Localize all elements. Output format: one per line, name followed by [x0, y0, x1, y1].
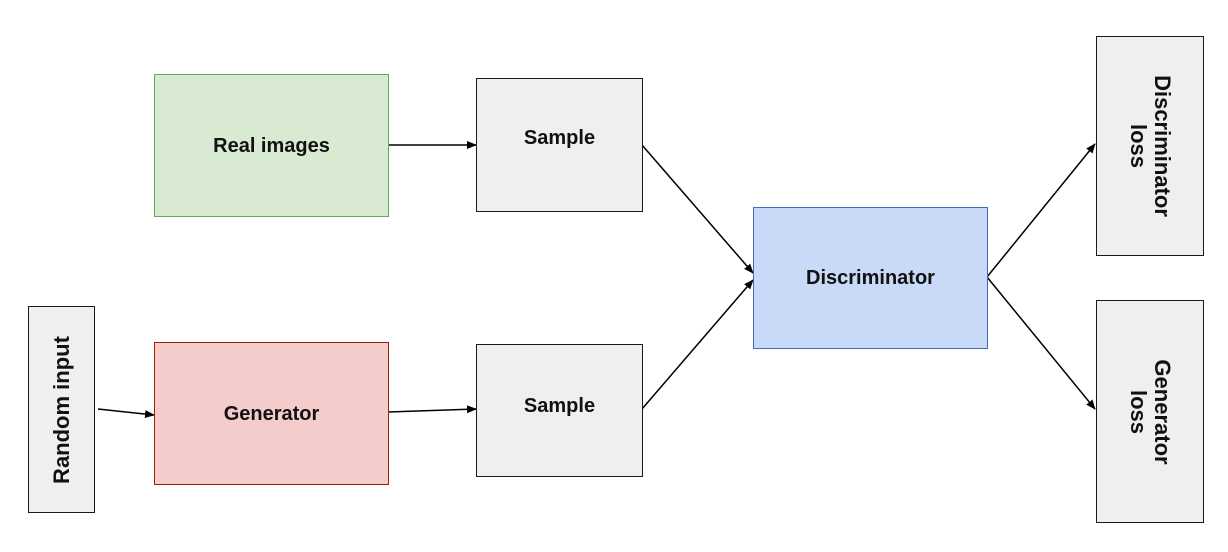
discriminator-label: Discriminator: [806, 267, 935, 289]
edge-generator-to-sample: [387, 405, 477, 414]
real-images-label: Real images: [213, 134, 330, 157]
edge-sample-top-to-discriminator: [641, 144, 754, 274]
random-input-label: Random input: [48, 335, 74, 484]
sample-bottom-label: Sample: [523, 395, 596, 417]
edge-sample-bottom-to-discriminator: [641, 279, 754, 410]
generator-loss-node: Generator loss: [1096, 300, 1204, 523]
edge-random-input-to-generator: [97, 408, 155, 419]
edge-discriminator-to-discriminator-loss: [986, 143, 1096, 278]
discriminator-loss-node: Discriminator loss: [1096, 36, 1204, 256]
discriminator-loss-label: Discriminator loss: [1126, 75, 1176, 217]
random-input-node: Random input: [28, 306, 95, 513]
discriminator-node: Discriminator: [753, 207, 988, 349]
generator-node: Generator: [154, 342, 389, 485]
sample-top-label: Sample: [523, 127, 596, 149]
sample-top-node: Sample: [476, 78, 643, 212]
generator-label: Generator: [223, 402, 320, 425]
edge-discriminator-to-generator-loss: [986, 276, 1096, 410]
sample-bottom-node: Sample: [476, 344, 643, 477]
generator-loss-label: Generator loss: [1126, 358, 1175, 465]
real-images-node: Real images: [154, 74, 389, 217]
